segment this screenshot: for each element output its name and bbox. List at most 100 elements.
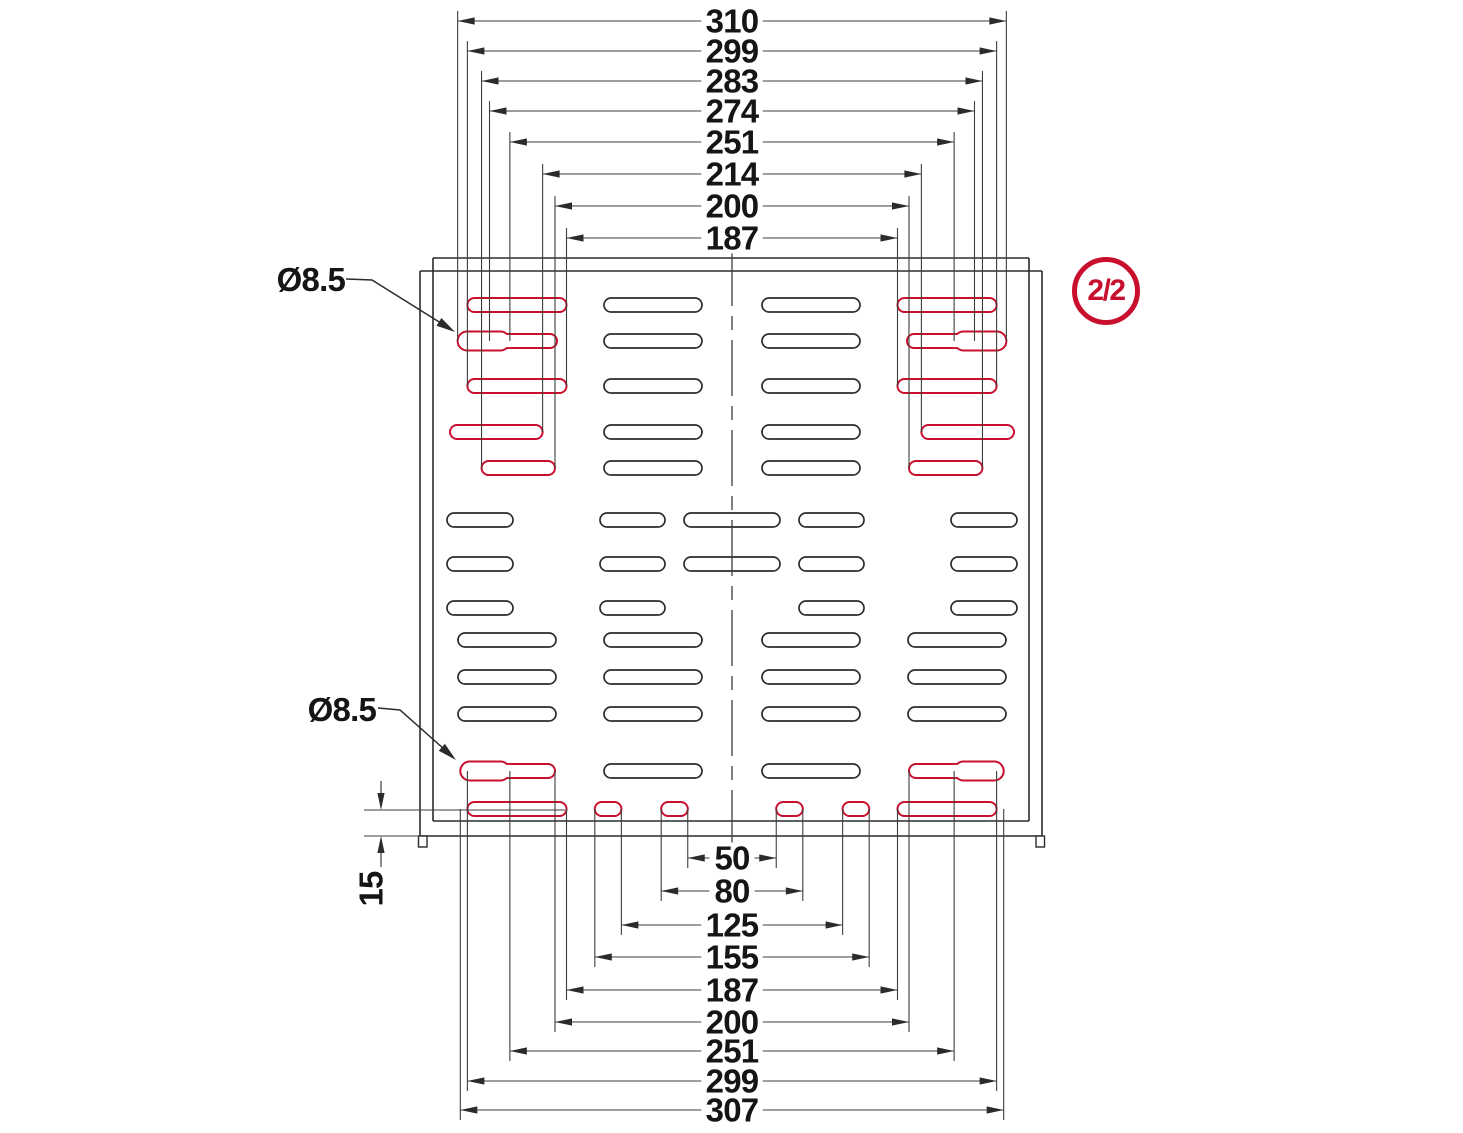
dimension-arrow: [509, 1047, 527, 1055]
dimension-arrow: [986, 1106, 1004, 1114]
dimension-label-bg: [701, 95, 763, 127]
dimension-label: 274: [706, 93, 760, 130]
dimension-label-bg: [701, 222, 763, 254]
dimension-arrow: [566, 986, 584, 994]
slot: [457, 669, 557, 685]
mounting-slot-highlighted-join: [952, 764, 966, 778]
dimension-arrow: [509, 138, 527, 146]
slot: [446, 512, 514, 528]
dimension-label: 214: [706, 156, 760, 193]
slot: [446, 556, 514, 572]
dimension-label: 299: [706, 33, 759, 70]
dimension-arrow: [489, 107, 507, 115]
dimension-label: 310: [706, 3, 759, 40]
slot: [798, 600, 865, 616]
dimension-label-bg: [701, 941, 763, 973]
dimension-arrow: [892, 202, 909, 210]
dimension-arrow: [904, 170, 922, 178]
dimension-arrow: [979, 1077, 997, 1085]
dimension-arrow: [555, 1018, 572, 1026]
dimension-label-bg: [701, 35, 763, 67]
mounting-slot-highlighted: [920, 424, 1016, 440]
hole-diameter-label: Ø8.5: [277, 261, 346, 298]
dimension-label-bg: [709, 875, 755, 907]
slot: [603, 632, 703, 648]
corner-tab: [417, 835, 428, 848]
dimension-label-bg: [701, 65, 763, 97]
dimension-label: 80: [714, 873, 749, 910]
dimension-label-bg: [701, 1035, 763, 1067]
slot: [761, 378, 861, 394]
dimension-arrow: [377, 836, 385, 853]
slot: [603, 333, 703, 349]
mounting-slot-highlighted: [449, 424, 544, 440]
slot: [761, 460, 861, 476]
dimension-label: 50: [714, 840, 749, 877]
dimension-label: 187: [706, 972, 759, 1009]
dimension-arrow: [481, 77, 499, 85]
dimension-label-bg: [701, 190, 763, 222]
dimension-label-bg: [701, 158, 763, 190]
dimension-arrow: [825, 921, 843, 929]
slot: [457, 706, 557, 722]
dimension-arrow: [621, 921, 639, 929]
slot: [457, 632, 557, 648]
dimension-label: 251: [706, 1033, 759, 1070]
dimension-label: 299: [706, 1063, 759, 1100]
dimension-arrow: [880, 234, 898, 242]
mounting-slot-highlighted: [896, 297, 998, 313]
dimension-arrow: [661, 887, 679, 895]
mounting-slot-highlighted: [466, 801, 568, 817]
leader-arrow: [438, 743, 456, 760]
dimension-label: 155: [706, 939, 759, 976]
dimension-label-bg: [701, 126, 763, 158]
dimension-arrow: [687, 854, 705, 862]
slot: [446, 600, 514, 616]
slot: [950, 556, 1018, 572]
slot: [761, 424, 861, 440]
dimension-arrow: [467, 1077, 485, 1085]
hole-diameter-label: Ø8.5: [308, 691, 377, 728]
slot: [603, 297, 703, 313]
mounting-slot-highlighted-join: [952, 334, 966, 348]
dimension-arrow: [555, 202, 572, 210]
slot: [603, 378, 703, 394]
mounting-slot-highlighted: [908, 460, 984, 476]
mounting-slot-highlighted: [896, 801, 998, 817]
dimension-label-bg: [701, 5, 763, 37]
slot: [907, 706, 1007, 722]
dimension-label-bg: [701, 1094, 763, 1126]
slot: [599, 556, 666, 572]
dimension-arrow: [892, 1018, 909, 1026]
dimension-arrow: [880, 986, 898, 994]
slot: [761, 763, 861, 779]
mounting-slot-highlighted: [660, 801, 689, 817]
slot: [907, 632, 1007, 648]
dimension-label: 200: [706, 1004, 759, 1041]
slot: [603, 763, 703, 779]
slot: [798, 512, 865, 528]
dimension-arrow: [542, 170, 560, 178]
page-badge: 2/2: [1072, 257, 1140, 325]
slot: [761, 333, 861, 349]
leader-line: [345, 278, 453, 331]
mounting-slot-highlighted: [593, 801, 623, 817]
dimension-label: 251: [706, 124, 759, 161]
dimension-arrow: [594, 953, 612, 961]
mounting-slot-highlighted: [896, 378, 998, 394]
dimension-arrow: [460, 1106, 478, 1114]
slot: [603, 460, 703, 476]
dimension-arrow: [979, 47, 997, 55]
dimension-label-bg: [701, 1065, 763, 1097]
mounting-slot-highlighted: [466, 378, 568, 394]
slot: [599, 512, 666, 528]
slot: [798, 556, 865, 572]
dimension-arrow: [785, 887, 803, 895]
slot: [761, 632, 861, 648]
dimension-label-bg: [701, 909, 763, 941]
mounting-slot-highlighted: [480, 460, 557, 476]
dimension-arrow: [965, 77, 983, 85]
slot: [603, 669, 703, 685]
